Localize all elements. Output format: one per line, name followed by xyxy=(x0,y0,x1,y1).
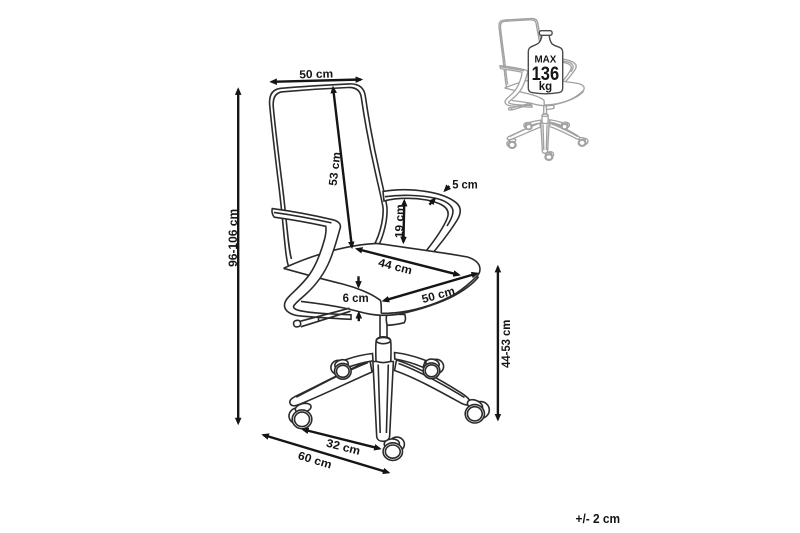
svg-text:53 cm: 53 cm xyxy=(328,151,344,186)
svg-text:kg: kg xyxy=(539,81,552,93)
svg-text:MAX: MAX xyxy=(535,54,557,65)
svg-text:50 cm: 50 cm xyxy=(299,68,333,81)
svg-text:19 cm: 19 cm xyxy=(394,204,407,238)
svg-text:+/- 2 cm: +/- 2 cm xyxy=(576,511,621,526)
svg-text:6 cm: 6 cm xyxy=(343,293,369,305)
svg-text:5 cm: 5 cm xyxy=(452,179,478,191)
svg-text:44-53 cm: 44-53 cm xyxy=(501,320,513,368)
svg-text:96-106 cm: 96-106 cm xyxy=(228,209,240,267)
svg-text:136: 136 xyxy=(532,63,560,85)
